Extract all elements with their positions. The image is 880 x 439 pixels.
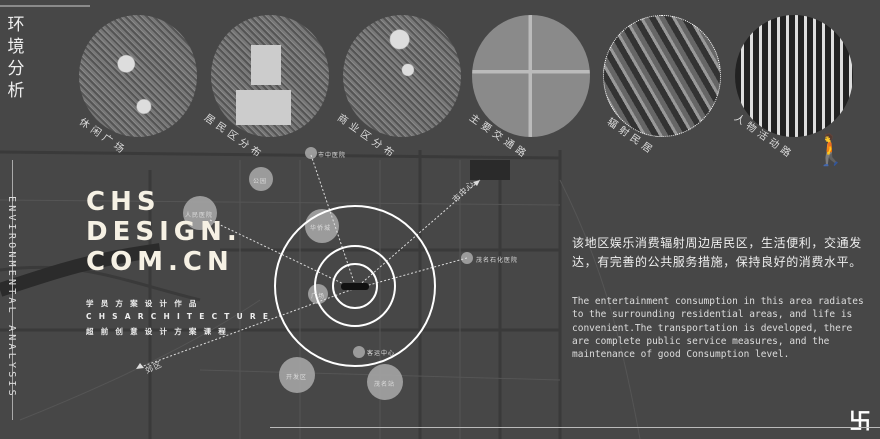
brand-sub: 超前创意设计方案课程	[86, 327, 233, 336]
chs-logo-icon: 卐	[849, 410, 872, 435]
place-bubble	[279, 357, 315, 393]
divider	[0, 5, 90, 7]
description-en: The entertainment consumption in this ar…	[572, 296, 864, 361]
place-label: 人民医院	[185, 212, 214, 219]
place-bubble	[308, 284, 328, 304]
place-label: 公园	[253, 178, 268, 185]
place-label: 开发区	[286, 374, 308, 381]
place-bubble	[305, 147, 317, 159]
place-bubble	[367, 364, 403, 400]
thumbnail-leisure-plaza	[79, 15, 197, 137]
place-bubble	[353, 346, 365, 358]
thumbnail-residential	[211, 15, 329, 137]
place-label: 客运中心	[367, 350, 396, 357]
thumbnail-3d-model	[603, 15, 721, 137]
thumbnail-traffic	[472, 15, 590, 137]
place-label: 茂名站	[374, 381, 396, 388]
place-label: 华侨城	[310, 225, 332, 232]
place-bubble	[183, 196, 217, 230]
place-bubble	[249, 167, 273, 191]
brand-sub: 学员方案设计作品	[86, 299, 204, 308]
title-cn: 环境分析	[7, 15, 25, 101]
thumbnail-figure-ground	[735, 15, 853, 137]
radiation-rings	[274, 205, 436, 367]
brand-title: CHS DESIGN. COM.CN	[86, 187, 242, 277]
place-label: 茂名石化医院	[476, 257, 519, 264]
human-figure-icon: 🚶	[812, 133, 850, 168]
site-marker	[341, 283, 369, 290]
divider	[270, 427, 880, 428]
title-en: ENVIRONMENTAL ANALYSIS	[6, 196, 17, 399]
description-cn: 该地区娱乐消费辐射周边居民区，生活便利，交通发达，有完善的公共服务措施，保持良好…	[572, 236, 862, 269]
brand-sub: CHSARCHITECTURE	[86, 312, 276, 321]
divider	[12, 160, 13, 420]
thumbnail-commercial	[343, 15, 461, 137]
place-label: 广场	[311, 293, 326, 300]
place-label: 市中医院	[318, 152, 347, 159]
